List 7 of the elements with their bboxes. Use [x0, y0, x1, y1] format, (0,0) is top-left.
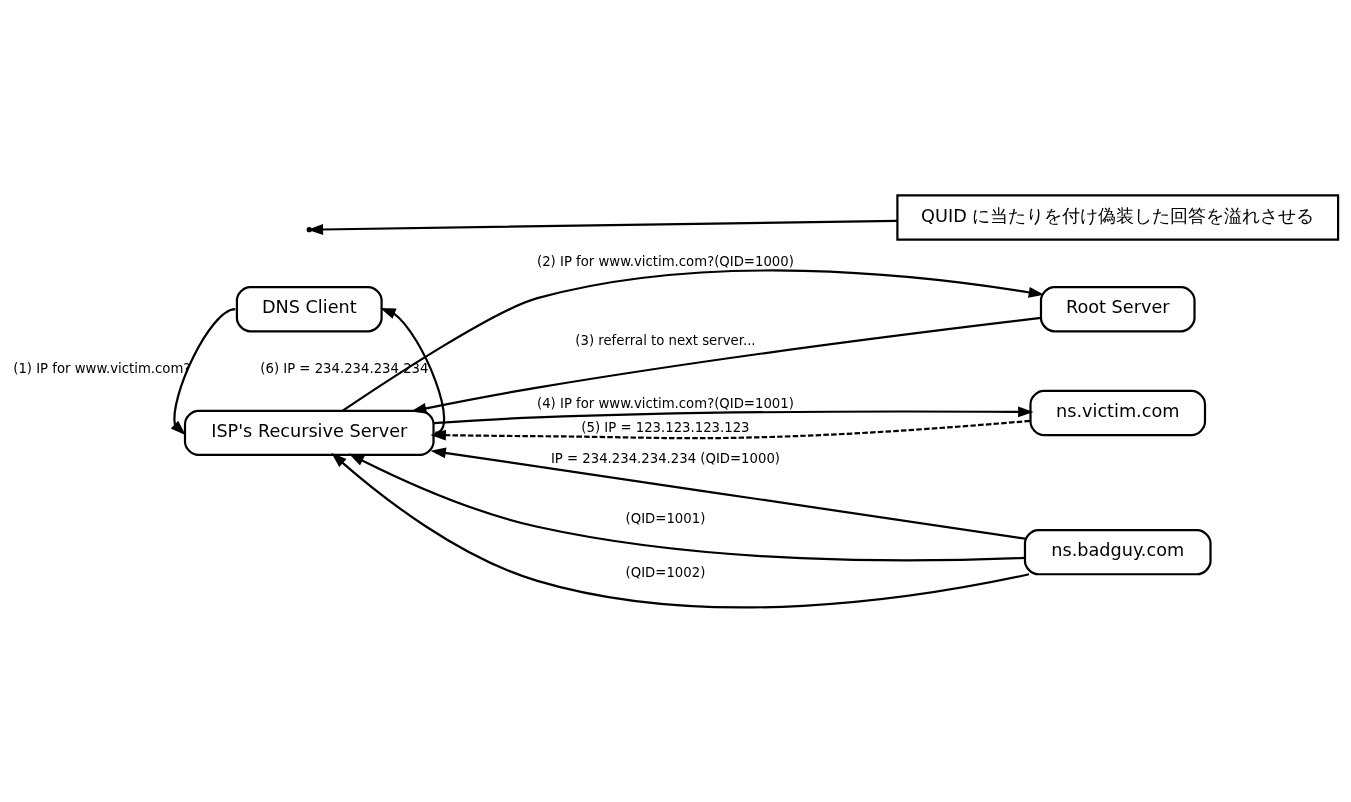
- edge-label: (QID=1001): [625, 510, 706, 526]
- edge-label: (2) IP for www.victim.com?(QID=1000): [537, 253, 794, 269]
- edge-label: (3) referral to next server...: [575, 332, 756, 348]
- edge-label: IP = 234.234.234.234 (QID=1000): [550, 450, 781, 466]
- edge-label: (5) IP = 123.123.123.123: [581, 419, 750, 435]
- edge-label: (4) IP for www.victim.com?(QID=1001): [537, 395, 794, 411]
- edge-label: (QID=1002): [625, 564, 706, 580]
